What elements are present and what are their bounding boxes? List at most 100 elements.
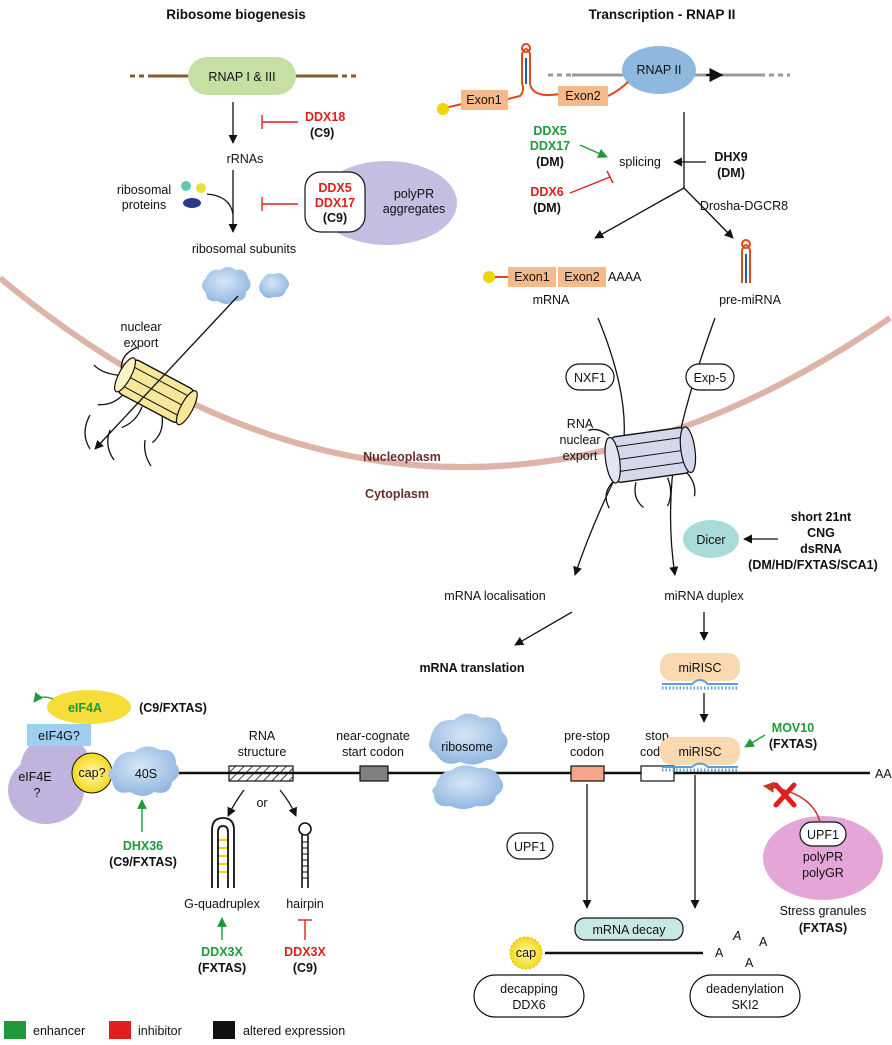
legend-inhibitor-swatch [109,1021,131,1039]
stress-granule-bubble [763,816,883,900]
nuclear-export-label-2: export [124,336,159,350]
ribosome-biogenesis-header: Ribosome biogenesis [166,7,306,22]
rnap2-label: RNAP II [637,63,682,77]
nxf1-box [565,363,615,391]
decay-cap-label: cap [516,946,536,960]
ddx17-splice-label: DDX17 [530,139,570,153]
mov10-enhance-arrow [744,734,766,748]
polypr-label: polyPR [394,187,434,201]
mrna-polya-label: AAAA [608,270,642,284]
hairpin-label: hairpin [286,897,324,911]
dhx9-disease: (DM) [717,166,745,180]
deadenylation-label-2: SKI2 [731,998,758,1012]
stress-granules-label: Stress granules [780,904,867,918]
decay-a-3: A [745,956,754,970]
mrna-exon1-label: Exon1 [514,270,549,284]
dhx9-label: DHX9 [714,150,747,164]
rnap1-3-gene: RNAP I & III [130,57,356,95]
to-hairpin-arrow [279,789,297,817]
near-cognate-codon-box [359,765,389,782]
upf1-sg-label: UPF1 [807,828,839,842]
drosha-label: Drosha-DGCR8 [700,199,788,213]
stop-codon-box [640,765,675,782]
stress-granules-disease: (FXTAS) [799,921,847,935]
to-gquad-arrow [227,789,245,817]
near-cognate-label-2: start codon [342,745,404,759]
rnap2-gene: RNAP II [548,46,790,94]
aggregates-label: aggregates [383,202,446,216]
decay-a-1: A [715,946,724,960]
rnap1-3-label: RNAP I & III [208,70,275,84]
mirisc-complex-bound: miRISC [660,737,740,772]
mrna-translation-label: mRNA translation [419,661,524,675]
to-premirna-arrow [683,187,734,239]
polypr-sg-label: polyPR [803,850,843,864]
eif4a-label: eIF4A [68,701,102,715]
legend-altered-swatch [213,1021,235,1039]
rna-structure-label-2: structure [238,745,287,759]
nxf1-label: NXF1 [574,371,606,385]
pre-mirna-label: pre-miRNA [719,293,781,307]
ddx5-splice-label: DDX5 [533,124,566,138]
upf1-blocked-arrow [762,781,821,823]
ddx6-disease: (DM) [533,201,561,215]
mrna-decay-box [574,917,684,941]
transcription-header: Transcription - RNAP II [589,7,736,22]
ddx18-disease: (C9) [310,126,334,140]
exp5-box [685,363,735,391]
legend-enhancer-swatch [4,1021,26,1039]
rna-structure-hatched-box [228,765,294,782]
ddx3x-green-disease: (FXTAS) [198,961,246,975]
ribosome-label: ribosome [441,740,492,754]
upf1-sg-box [799,821,847,847]
deadenylation-label-1: deadenylation [706,982,784,996]
rna-export-label-2: nuclear [560,433,601,447]
decay-a-4: A [759,935,768,949]
polygr-sg-label: polyGR [802,866,844,880]
ddx6-inhibition [569,170,614,194]
mirisc-complex-top: miRISC [660,653,740,690]
eif4a-disease: (C9/FXTAS) [139,701,207,715]
exp5-label: Exp-5 [694,371,727,385]
rrnas-label: rRNAs [227,152,264,166]
mrna-label: mRNA [533,293,570,307]
decapping-box [473,974,585,1018]
prestop-label-1: pre-stop [564,729,610,743]
nuclear-export-label-1: nuclear [121,320,162,334]
decapping-label-1: decapping [500,982,558,996]
rna-structure-label-1: RNA [249,729,276,743]
eif4a-enhance-arrow [33,692,54,703]
rna-export-label-3: export [563,449,598,463]
g-quadruplex-icon [211,817,235,888]
nuclear-pore-ribosome [84,346,198,467]
mov10-disease: (FXTAS) [769,737,817,751]
legend: enhancer inhibitor altered expression [4,1021,345,1039]
ribosomal-subunits-label: ribosomal subunits [192,242,296,256]
pre-mirna-hairpin [741,239,751,283]
rna-export-label-1: RNA [567,417,594,431]
cap-label: cap? [78,766,105,780]
hairpin-icon [298,822,312,888]
mirisc-top-label: miRISC [678,661,721,675]
dicer-input-3: dsRNA [800,542,842,556]
ribosome-40s-label: 40S [135,767,157,781]
ddx5-17-disease: (DM) [536,155,564,169]
deadenylation-box [689,974,801,1018]
dhx36-label: DHX36 [123,839,163,853]
splicing-label: splicing [619,155,661,169]
ddx5-label: DDX5 [318,181,351,195]
ddx3x-red-label: DDX3X [284,945,326,959]
ddx5-17-enhance-arrow [579,144,608,158]
ddx6-splice-label: DDX6 [530,185,563,199]
dicer-label: Dicer [696,533,725,547]
decay-a-2: A [732,929,741,943]
blocked-x-icon [773,782,797,808]
ribosomal-proteins-label-1: ribosomal [117,183,171,197]
mrna-exon2-label: Exon2 [564,270,599,284]
upf1-nmd-box [506,832,554,860]
ribosomal-proteins-label-2: proteins [122,198,166,212]
nascent-pre-mrna: Exon1 Exon2 [437,43,629,115]
prestop-label-2: codon [570,745,604,759]
dhx36-disease: (C9/FXTAS) [109,855,177,869]
